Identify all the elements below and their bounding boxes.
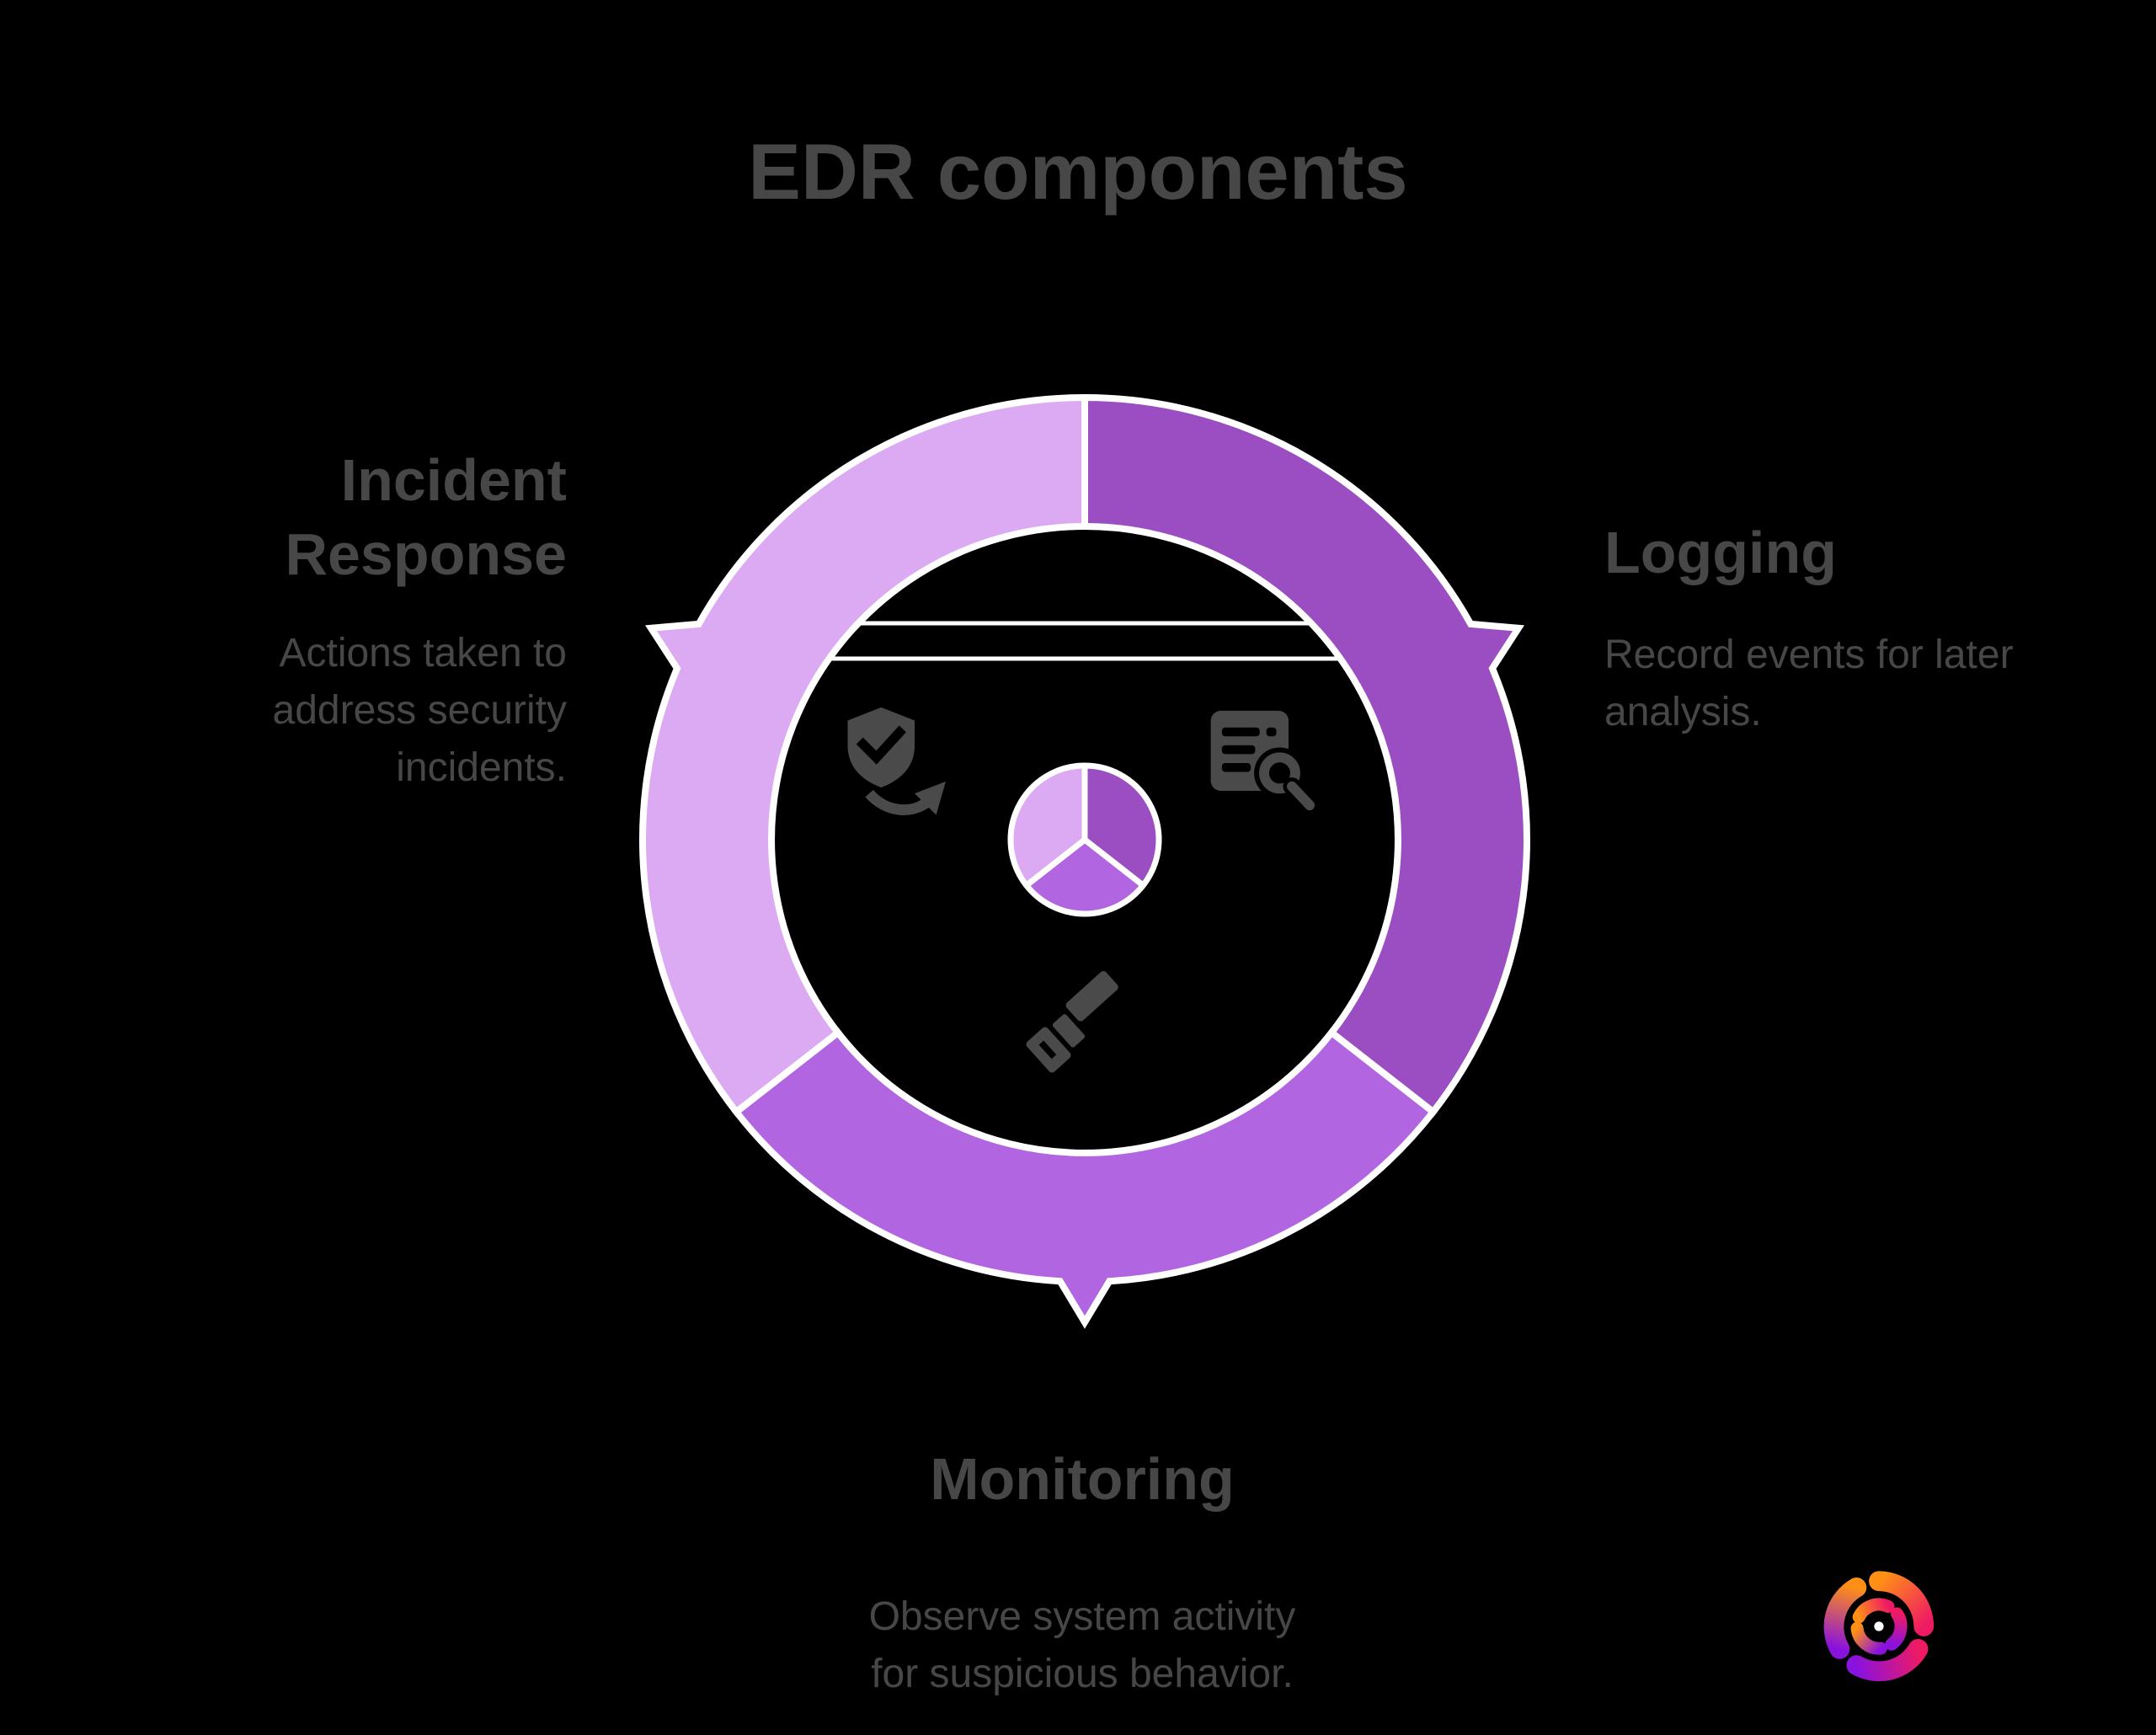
telescope-icon <box>1026 970 1118 1073</box>
logging-description: Record events for later analysis. <box>1604 633 2014 734</box>
center-pie-monitoring <box>1023 836 1146 917</box>
monitoring-label-block: Monitoring Observe system activity for s… <box>787 1442 1377 1703</box>
edr-cycle-donut <box>588 343 1582 1337</box>
incident-response-heading: Incident Response <box>285 447 567 587</box>
segment-monitoring <box>731 1028 1438 1329</box>
segment-incident-response <box>639 393 1088 1117</box>
incident-response-label-block: Incident Response Actions taken to addre… <box>95 443 567 797</box>
page-title: EDR components <box>748 127 1408 216</box>
logging-label-block: Logging Record events for later analysis… <box>1604 515 2076 741</box>
logging-heading: Logging <box>1604 520 1838 585</box>
log-document-magnifier-icon <box>1210 710 1321 815</box>
segment-logging <box>1081 393 1530 1117</box>
monitoring-description: Observe system activity for suspicious b… <box>868 1594 1296 1696</box>
incident-response-description: Actions taken to address security incide… <box>272 631 567 790</box>
swirl-logo <box>1823 1571 1935 1682</box>
monitoring-heading: Monitoring <box>930 1446 1235 1512</box>
center-pie-incident-response <box>1007 762 1088 889</box>
center-pie-logging <box>1081 762 1162 889</box>
shield-check-arrow-icon <box>847 707 946 815</box>
